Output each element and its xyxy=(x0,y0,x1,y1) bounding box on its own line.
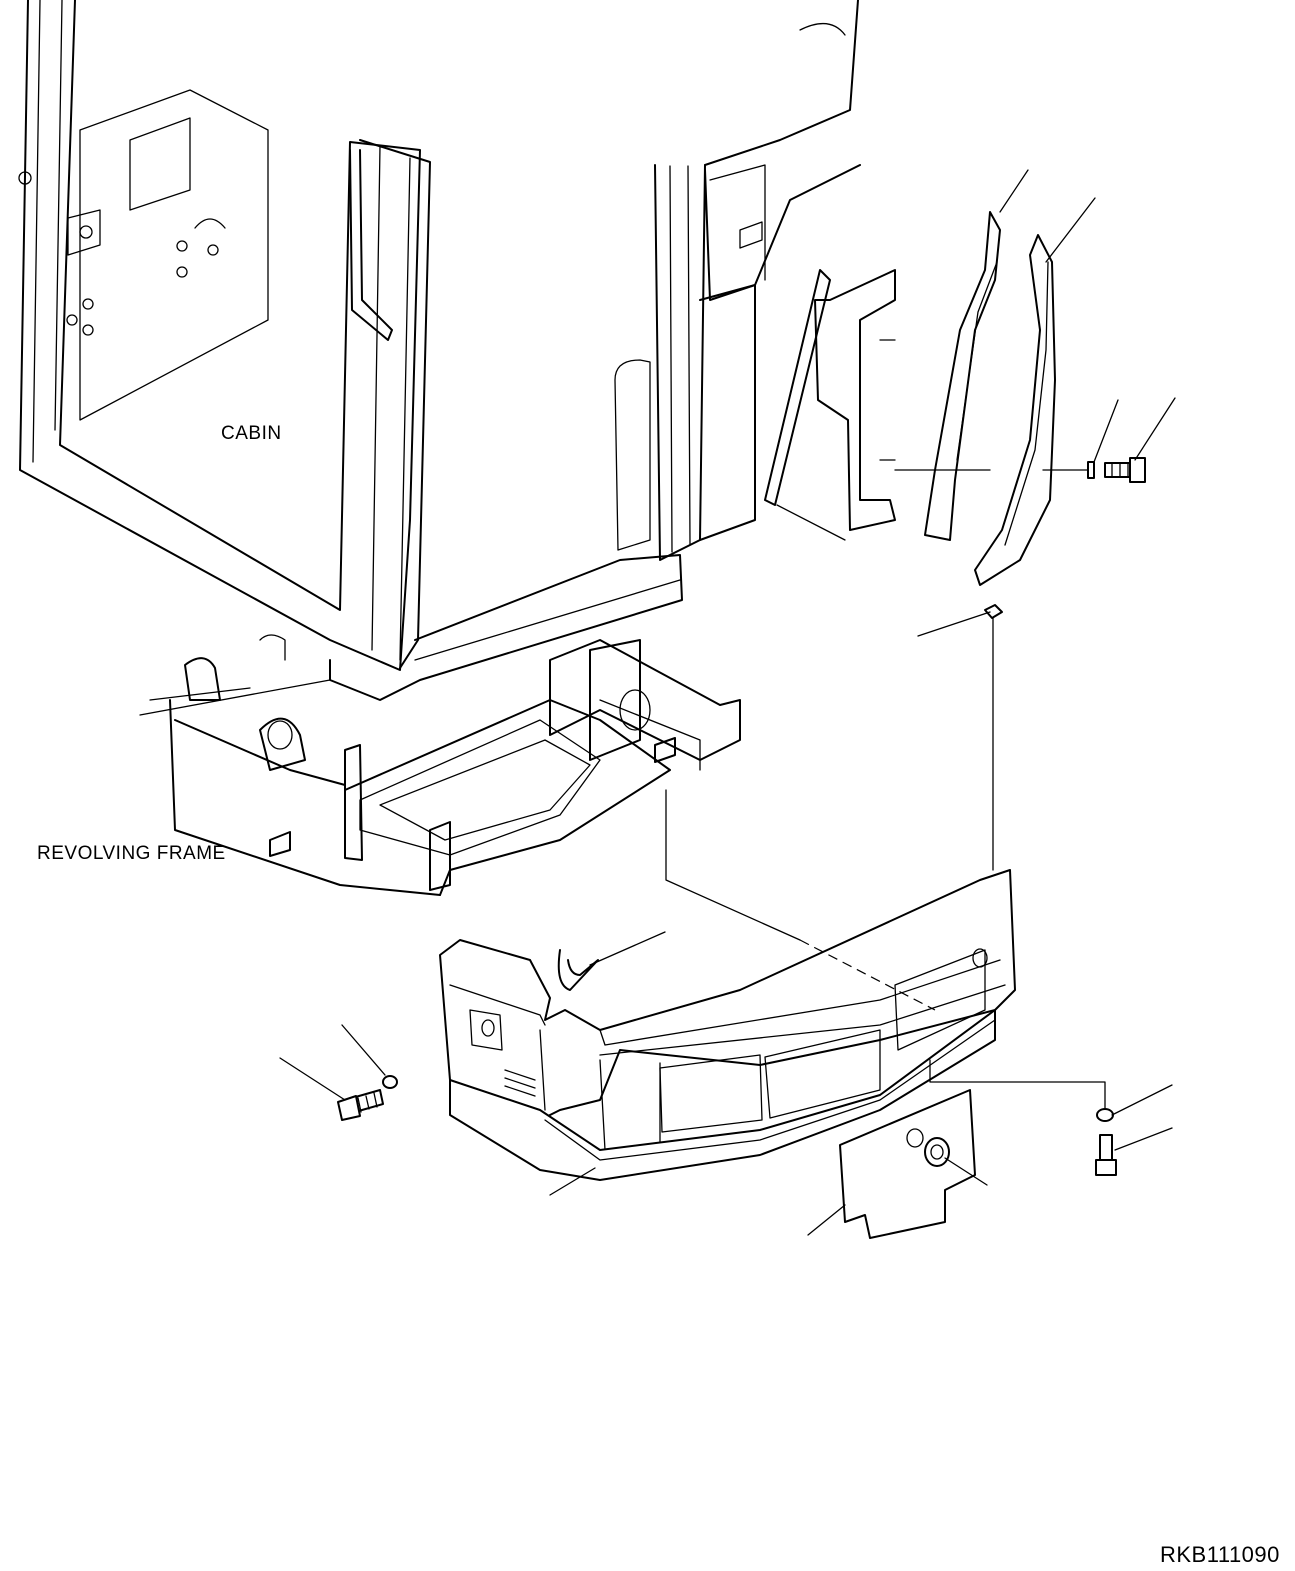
cover-pieces xyxy=(924,211,1146,619)
leader-lines xyxy=(279,169,1176,1236)
cabin-assembly: CABIN xyxy=(18,0,896,701)
counterweight-assembly xyxy=(337,869,1117,1239)
cabin-label: CABIN xyxy=(221,423,282,444)
drawing-code: RKB111090 xyxy=(1160,1542,1280,1567)
revolving-frame-label: REVOLVING FRAME xyxy=(37,843,226,864)
revolving-frame-assembly: REVOLVING FRAME xyxy=(37,634,741,896)
